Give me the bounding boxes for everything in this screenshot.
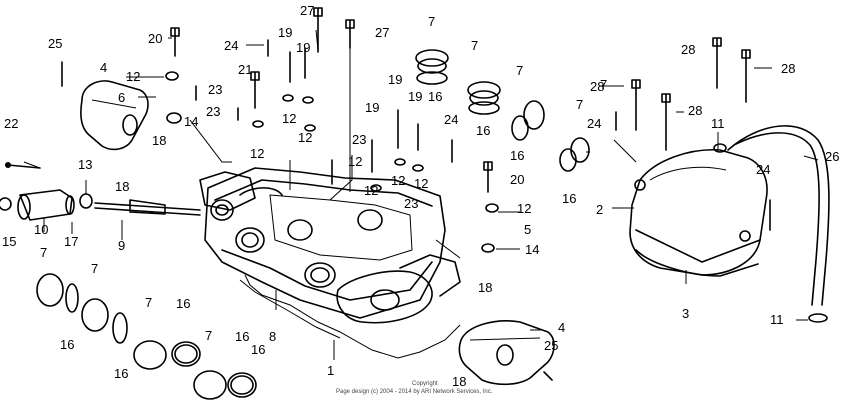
label-7f: 7: [40, 245, 47, 260]
washers: [165, 71, 499, 253]
label-28d: 28: [688, 103, 702, 118]
label-27b: 27: [375, 25, 389, 40]
label-28a: 28: [681, 42, 695, 57]
cap-lower-right: [458, 320, 555, 386]
label-22: 22: [4, 116, 18, 131]
label-18b: 18: [115, 179, 129, 194]
label-16c: 16: [510, 148, 524, 163]
label-9: 9: [118, 238, 125, 253]
label-26: 26: [825, 149, 839, 164]
label-12h: 12: [517, 201, 531, 216]
label-16f: 16: [114, 366, 128, 381]
label-21: 21: [238, 62, 252, 77]
label-4b: 4: [558, 320, 565, 335]
copyright-line-2: Page design (c) 2004 - 2014 by ARI Netwo…: [336, 389, 493, 395]
label-25b: 25: [544, 338, 558, 353]
label-16e: 16: [60, 337, 74, 352]
seals-top: [415, 49, 590, 172]
label-16h: 16: [235, 329, 249, 344]
label-28b: 28: [781, 61, 795, 76]
label-17: 17: [64, 234, 78, 249]
label-3: 3: [682, 306, 689, 321]
label-12d: 12: [298, 130, 312, 145]
label-19b: 19: [296, 40, 310, 55]
label-12e: 12: [348, 154, 362, 169]
label-7d: 7: [576, 97, 583, 112]
label-19d: 19: [365, 100, 379, 115]
label-7b: 7: [471, 38, 478, 53]
label-27a: 27: [300, 3, 314, 18]
label-19c: 19: [388, 72, 402, 87]
label-6: 6: [118, 90, 125, 105]
label-12f: 12: [391, 173, 405, 188]
label-15: 15: [2, 234, 16, 249]
label-7e: 7: [600, 77, 607, 92]
label-14b: 14: [525, 242, 539, 257]
callout-labels: 27 27 25 20 24 19 19 7 7 7 28 28 12 21 6…: [2, 3, 839, 389]
seals-bottom: [36, 273, 257, 400]
label-19e: 19: [408, 89, 422, 104]
leader-lines: [23, 29, 819, 360]
bolts: [61, 7, 771, 381]
label-23a: 23: [208, 82, 222, 97]
label-11b: 11: [770, 312, 784, 327]
label-12a: 12: [126, 69, 140, 84]
label-20a: 20: [148, 31, 162, 46]
copyright-line-1: Copyright: [412, 381, 438, 387]
label-23c: 23: [352, 132, 366, 147]
label-7c: 7: [516, 63, 523, 78]
label-24c: 24: [587, 116, 601, 131]
label-18a: 18: [152, 133, 166, 148]
label-10: 10: [34, 222, 48, 237]
cover-right: [629, 149, 768, 277]
label-7h: 7: [145, 295, 152, 310]
label-23d: 23: [404, 196, 418, 211]
label-20b: 20: [510, 172, 524, 187]
label-14a: 14: [184, 114, 198, 129]
label-28c: 28: [590, 79, 604, 94]
cylinder-head: [199, 167, 461, 324]
label-12g: 12: [414, 176, 428, 191]
label-16d: 16: [562, 191, 576, 206]
label-24a: 24: [224, 38, 238, 53]
label-7g: 7: [91, 261, 98, 276]
label-11a: 11: [711, 116, 725, 131]
gasket-outline: [244, 274, 461, 359]
label-23b: 23: [206, 104, 220, 119]
label-1: 1: [327, 363, 334, 378]
label-7i: 7: [205, 328, 212, 343]
label-8: 8: [269, 329, 276, 344]
label-18d: 18: [452, 374, 466, 389]
label-18c: 18: [478, 280, 492, 295]
label-16g: 16: [176, 296, 190, 311]
label-5: 5: [524, 222, 531, 237]
label-16b: 16: [476, 123, 490, 138]
label-12c: 12: [282, 111, 296, 126]
label-24b: 24: [444, 112, 458, 127]
label-13: 13: [78, 157, 92, 172]
cap-upper-left: [80, 80, 149, 151]
label-12i: 12: [364, 183, 378, 198]
label-2: 2: [596, 202, 603, 217]
label-24d: 24: [756, 162, 770, 177]
label-25a: 25: [48, 36, 62, 51]
label-4a: 4: [100, 60, 107, 75]
camshaft-assembly: [0, 162, 201, 221]
label-12b: 12: [250, 146, 264, 161]
label-16i: 16: [251, 342, 265, 357]
label-7a: 7: [428, 14, 435, 29]
breather-tube: [727, 125, 830, 306]
label-19a: 19: [278, 25, 292, 40]
label-16a: 16: [428, 89, 442, 104]
